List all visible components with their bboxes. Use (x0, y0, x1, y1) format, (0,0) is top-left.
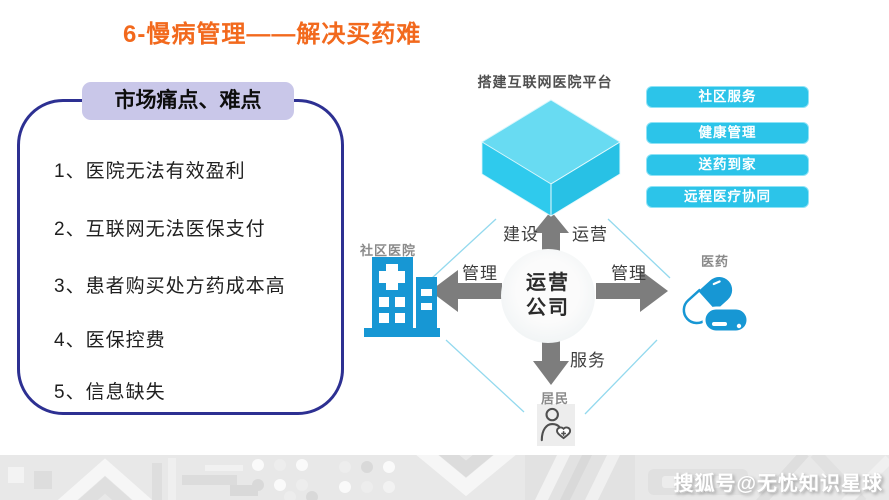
pain-point-item: 1、医院无法有效盈利 (54, 161, 246, 182)
pain-point-item: 5、信息缺失 (54, 382, 166, 403)
resident-node-label: 居民 (541, 391, 570, 406)
pharmacy-node-label: 医药 (701, 254, 730, 269)
resident-node (537, 404, 575, 446)
cube-3d-icon (481, 99, 621, 217)
service-tag-health-management: 健康管理 (646, 122, 809, 144)
footer-pattern-band (0, 455, 889, 500)
edge-label-operate: 运营 (572, 225, 608, 244)
pain-point-item: 3、患者购买处方药成本高 (54, 276, 286, 297)
page-title: 6-慢病管理——解决买药难 (123, 21, 422, 48)
arrow-left-icon (430, 270, 502, 312)
operating-company-label: 运营 (526, 272, 570, 294)
service-tag-community-service: 社区服务 (646, 86, 809, 108)
pain-points-panel (17, 99, 344, 415)
operating-company-label: 公司 (526, 297, 570, 319)
pain-point-item: 2、互联网无法医保支付 (54, 219, 266, 240)
arrow-down-icon (533, 334, 569, 385)
service-tag-medicine-delivery: 送药到家 (646, 154, 809, 176)
capsule-pills-icon (682, 276, 750, 334)
diamond-line (431, 218, 671, 415)
arrow-up-icon (533, 211, 569, 256)
pain-point-item: 4、医保控费 (54, 330, 166, 351)
platform-label: 搭建互联网医院平台 (477, 74, 613, 90)
arrow-right-icon (596, 270, 668, 312)
edge-label-build: 建设 (503, 225, 539, 244)
operating-company-node: 运营 公司 (501, 249, 595, 343)
watermark-text: 搜狐号@无忧知识星球 (673, 473, 883, 495)
person-heart-icon (540, 407, 572, 442)
pain-points-header-badge: 市场痛点、难点 (82, 82, 294, 120)
service-tag-telemedicine: 远程医疗协同 (646, 186, 809, 208)
edge-label-serve: 服务 (570, 351, 606, 370)
edge-label-manage-right: 管理 (611, 264, 647, 283)
edge-label-manage-left: 管理 (462, 264, 498, 283)
hospital-building-icon (364, 257, 440, 337)
hospital-node-label: 社区医院 (360, 243, 417, 258)
